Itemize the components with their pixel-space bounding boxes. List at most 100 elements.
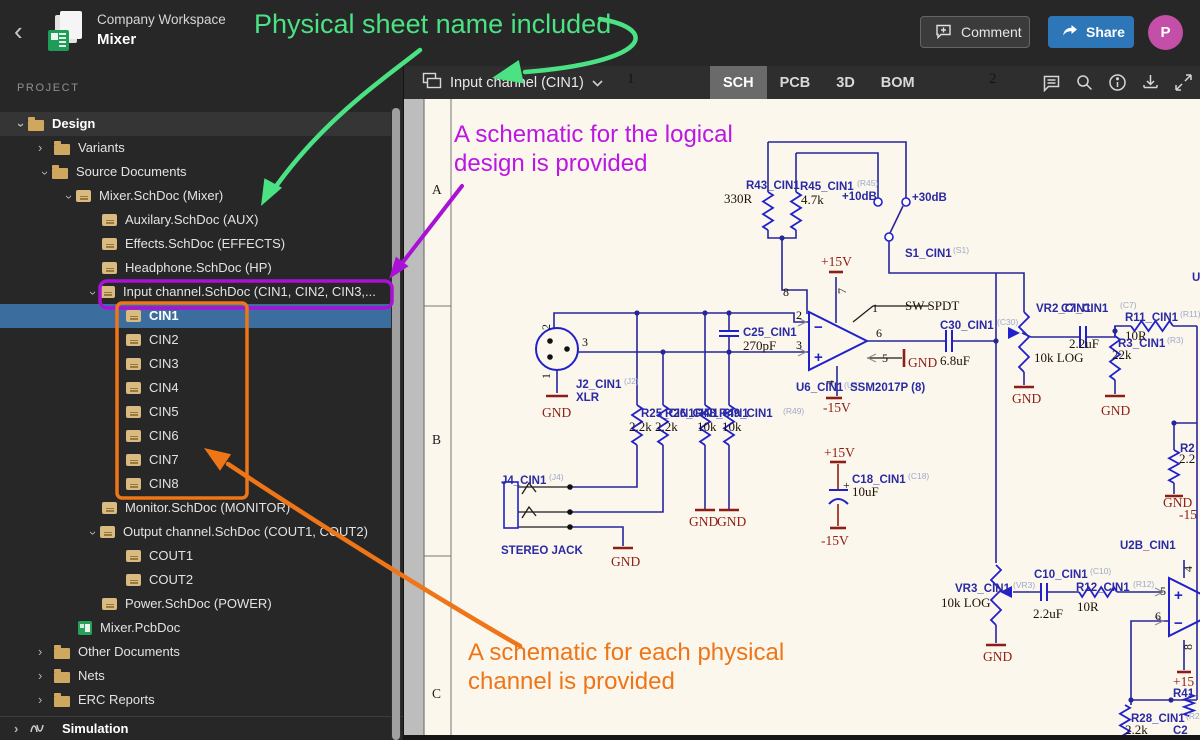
sheet-selector-dropdown[interactable]: Input channel (CIN1) <box>422 72 603 93</box>
tree-row[interactable]: ›Design <box>0 112 391 136</box>
tree-row[interactable]: Mixer.PcbDoc <box>0 616 391 640</box>
comment-bubble-icon <box>935 23 953 42</box>
sidebar-scrollbar[interactable] <box>391 108 401 740</box>
tree-row[interactable]: ›ERC Reports <box>0 688 391 712</box>
svg-text:+15: +15 <box>1173 674 1194 689</box>
tree-row[interactable]: ›Input channel.SchDoc (CIN1, CIN2, CIN3,… <box>0 280 391 304</box>
tree-row[interactable]: CIN3 <box>0 352 391 376</box>
canvas-bottom-strip <box>404 735 1200 740</box>
tree-row[interactable]: ›Output channel.SchDoc (COUT1, COUT2) <box>0 520 391 544</box>
tree-row-label: CIN8 <box>149 476 179 491</box>
svg-text:+: + <box>1174 587 1183 604</box>
svg-text:U: U <box>1192 272 1200 284</box>
svg-text:GND: GND <box>1012 391 1041 406</box>
svg-text:-15: -15 <box>1179 507 1197 522</box>
tree-row[interactable]: Headphone.SchDoc (HP) <box>0 256 391 280</box>
view-tabs: SCH PCB 3D BOM <box>710 66 928 99</box>
svg-text:R2: R2 <box>1180 443 1195 455</box>
tree-row-label: Mixer.PcbDoc <box>100 620 181 635</box>
tab-sch[interactable]: SCH <box>710 66 767 99</box>
svg-text:10k: 10k <box>722 419 742 434</box>
svg-text:U6_CIN1: U6_CIN1 <box>796 382 844 394</box>
svg-text:4: 4 <box>823 380 837 386</box>
tree-row[interactable]: ›Mixer.SchDoc (Mixer) <box>0 184 391 208</box>
schdoc-icon <box>126 574 141 586</box>
tree-row-label: Nets <box>78 668 105 683</box>
tree-row[interactable]: CIN2 <box>0 328 391 352</box>
svg-text:10R: 10R <box>1077 599 1099 614</box>
svg-text:2.2uF: 2.2uF <box>1033 606 1063 621</box>
viewer-canvas: Input channel (CIN1) 1 2 SCH PCB 3D BOM <box>403 66 1200 740</box>
info-icon[interactable] <box>1108 73 1127 92</box>
sheet-icon <box>422 72 442 93</box>
svg-text:R25_CIN1: R25_CIN1 <box>641 408 695 420</box>
svg-text:C18_CIN1: C18_CIN1 <box>852 474 906 486</box>
tree-row[interactable]: CIN6 <box>0 424 391 448</box>
expand-icon[interactable] <box>1174 73 1193 92</box>
tree-row[interactable]: ›Variants <box>0 136 391 160</box>
tree-row[interactable]: Effects.SchDoc (EFFECTS) <box>0 232 391 256</box>
tree-row[interactable]: Auxilary.SchDoc (AUX) <box>0 208 391 232</box>
chevron-right-icon[interactable]: › <box>38 140 43 155</box>
chevron-right-icon[interactable]: › <box>38 668 43 683</box>
schdoc-icon <box>102 502 117 514</box>
tree-row-label: Source Documents <box>76 164 187 179</box>
svg-text:R45_CIN1: R45_CIN1 <box>800 181 854 193</box>
tab-bom[interactable]: BOM <box>880 74 915 91</box>
svg-text:(R3): (R3) <box>1167 335 1184 345</box>
tree-row[interactable]: Power.SchDoc (POWER) <box>0 592 391 616</box>
svg-text:GND: GND <box>983 649 1012 664</box>
tree-row-label: Power.SchDoc (POWER) <box>125 596 272 611</box>
back-icon[interactable]: ‹ <box>14 16 23 46</box>
schdoc-icon <box>126 478 141 490</box>
svg-text:SSM2017P (8): SSM2017P (8) <box>850 382 925 394</box>
tree-row[interactable]: CIN8 <box>0 472 391 496</box>
tree-row[interactable]: CIN7 <box>0 448 391 472</box>
tree-row[interactable]: COUT2 <box>0 568 391 592</box>
search-icon[interactable] <box>1075 73 1094 92</box>
svg-text:(R45): (R45) <box>857 178 878 188</box>
tab-pcb[interactable]: PCB <box>779 74 811 91</box>
avatar[interactable]: P <box>1148 15 1183 50</box>
svg-text:C: C <box>432 686 441 701</box>
tree-row[interactable]: Monitor.SchDoc (MONITOR) <box>0 496 391 520</box>
tree-row-label: CIN2 <box>149 332 179 347</box>
share-button[interactable]: Share <box>1048 16 1134 48</box>
tab-3d[interactable]: 3D <box>836 74 855 91</box>
chevron-right-icon[interactable]: › <box>38 644 43 659</box>
svg-text:(C10): (C10) <box>1090 566 1111 576</box>
tree-row[interactable]: CIN5 <box>0 400 391 424</box>
svg-text:VR2_CIN1: VR2_CIN1 <box>1036 303 1092 315</box>
download-icon[interactable] <box>1141 73 1160 92</box>
svg-text:R3_CIN1: R3_CIN1 <box>1118 338 1166 350</box>
comment-button[interactable]: Comment <box>920 16 1030 48</box>
comment-icon[interactable] <box>1042 73 1061 93</box>
tree-row[interactable]: COUT1 <box>0 544 391 568</box>
tree-row[interactable]: › Nets <box>0 664 391 688</box>
tree-row[interactable]: ›Other Documents <box>0 640 391 664</box>
simulation-waveform-icon <box>30 722 48 738</box>
svg-text:(R2: (R2 <box>1186 711 1200 721</box>
chevron-right-icon[interactable]: › <box>38 692 43 707</box>
svg-text:(R49): (R49) <box>783 406 804 416</box>
svg-text:6: 6 <box>876 326 882 340</box>
tree-row[interactable]: CIN4 <box>0 376 391 400</box>
tree-row[interactable]: CIN1 <box>0 304 391 328</box>
svg-text:C10_CIN1: C10_CIN1 <box>1034 569 1088 581</box>
svg-text:10k LOG: 10k LOG <box>941 595 990 610</box>
chevron-right-icon: › <box>14 721 19 736</box>
tree-row-label: Monitor.SchDoc (MONITOR) <box>125 500 291 515</box>
svg-text:+10dB: +10dB <box>842 191 877 203</box>
tree-row-label: Design <box>52 116 96 131</box>
sidebar-item-simulation[interactable]: › Simulation <box>0 716 403 740</box>
svg-text:-15V: -15V <box>821 533 849 548</box>
schdoc-icon <box>102 238 117 250</box>
tree-row[interactable]: ›Source Documents <box>0 160 391 184</box>
svg-text:R43_CIN1: R43_CIN1 <box>746 180 800 192</box>
svg-text:R11_CIN1: R11_CIN1 <box>1125 312 1179 324</box>
schdoc-icon <box>102 598 117 610</box>
scrollbar-thumb[interactable] <box>392 108 400 740</box>
svg-text:(J2): (J2) <box>624 376 639 386</box>
svg-text:R49_CIN1: R49_CIN1 <box>719 408 773 420</box>
